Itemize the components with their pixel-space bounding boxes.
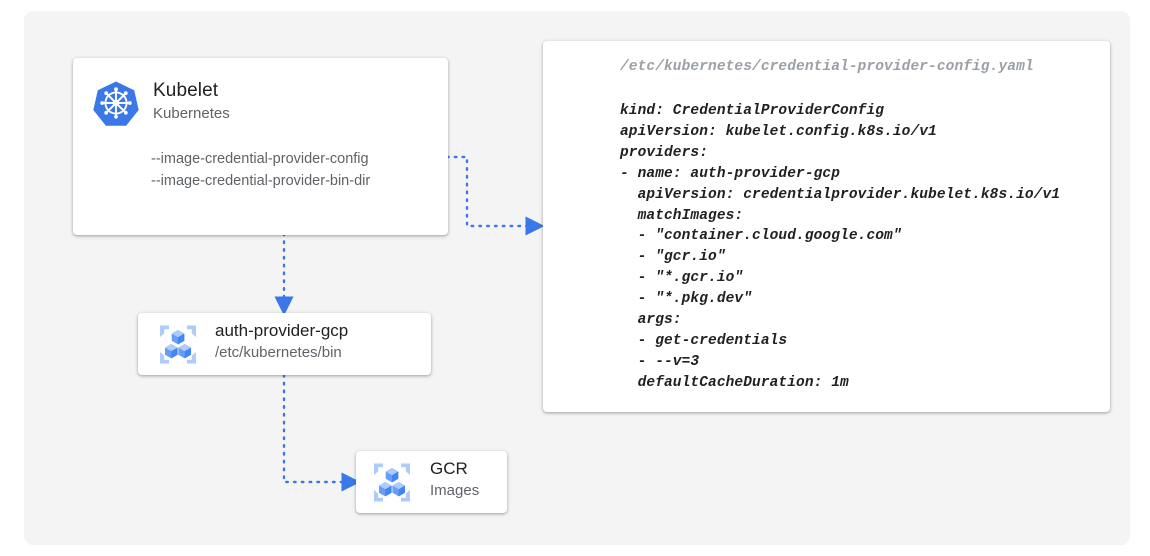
- kubelet-flag-config: --image-credential-provider-config: [151, 151, 369, 167]
- kubelet-flag-bin-dir: --image-credential-provider-bin-dir: [151, 173, 371, 189]
- auth-provider-title: auth-provider-gcp: [215, 321, 349, 340]
- container-registry-icon: [370, 462, 414, 503]
- kubelet-flags-list: --image-credential-provider-config --ima…: [151, 148, 370, 192]
- kubelet-subtitle: Kubernetes: [153, 105, 230, 122]
- kubelet-title: Kubelet: [153, 80, 219, 101]
- kubelet-node-card[interactable]: Kubelet Kubernetes --image-credential-pr…: [73, 58, 448, 235]
- auth-provider-node-card[interactable]: auth-provider-gcp /etc/kubernetes/bin: [138, 313, 431, 375]
- gcr-node-card[interactable]: GCR Images: [356, 451, 507, 513]
- container-registry-icon: [156, 324, 200, 365]
- config-file-path: /etc/kubernetes/credential-provider-conf…: [620, 59, 1034, 75]
- config-yaml-content: kind: CredentialProviderConfig apiVersio…: [620, 103, 1061, 391]
- auth-provider-subtitle: /etc/kubernetes/bin: [215, 344, 342, 361]
- kubernetes-logo-icon: [92, 79, 140, 127]
- gcr-subtitle: Images: [430, 482, 480, 499]
- credential-provider-config-panel[interactable]: /etc/kubernetes/credential-provider-conf…: [543, 41, 1110, 412]
- gcr-title: GCR: [430, 459, 468, 478]
